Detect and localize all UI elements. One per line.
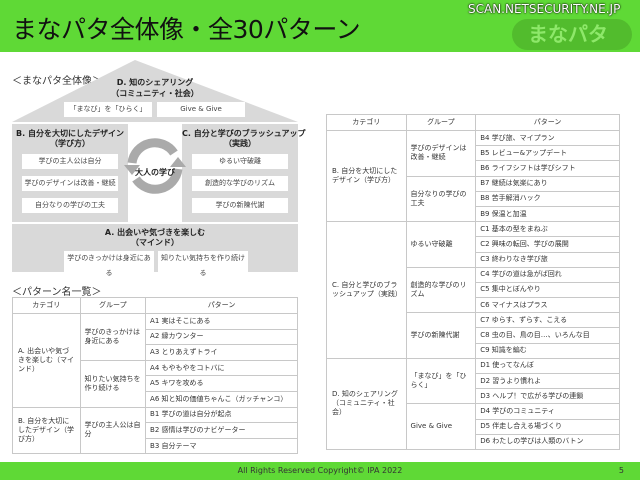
overview-section-title: ＜まなパタ全体像＞ — [12, 76, 102, 87]
pattern-cell: C2 興味の転回、学びの展開 — [475, 236, 620, 253]
group-cell: 学びの新陳代謝 — [405, 312, 477, 359]
d-item: Give & Give — [157, 102, 245, 117]
pattern-cell: B7 継続は気楽にあり — [475, 175, 620, 192]
pattern-cell: C9 知識を編む — [475, 342, 620, 359]
pattern-cell: A2 縁カウンター — [145, 328, 298, 346]
group-cell: 学びの主人公は自分 — [79, 406, 147, 455]
pattern-cell: A4 もやもやをコトバに — [145, 359, 298, 377]
page-title: まなパタ全体像・全30パターン — [12, 15, 361, 44]
pattern-cell: B4 学び旅、マイプラン — [475, 129, 620, 147]
pattern-cell: D2 習うより慣れよ — [475, 372, 620, 390]
d-item: 「まなび」を「ひらく」 — [64, 102, 152, 117]
d-title: D. 知のシェアリング — [116, 78, 194, 87]
a-item: 知りたい気持ちを作り続ける — [158, 251, 248, 281]
house-diagram: D. 知のシェアリング （コミュニティ・社会） 「まなび」を「ひらく」 Give… — [12, 60, 306, 281]
group-cell: 知りたい気持ちを作り続ける — [79, 359, 147, 408]
a-subtitle: （マインド） — [131, 238, 179, 247]
table-row: D6 わたしの学びは人類のバトン — [327, 433, 620, 450]
pattern-cell: B8 苦手解消ハック — [475, 190, 620, 207]
b-title: B. 自分を大切にしたデザイン — [16, 129, 124, 138]
pattern-cell: A1 実はそこにある — [145, 313, 298, 330]
list-section-title: ＜パターン名一覧＞ — [12, 287, 102, 298]
c-subtitle: （実践） — [224, 139, 256, 148]
category-cell: B. 自分を大切にしたデザイン（学び方） — [326, 129, 407, 223]
group-cell: 学びのデザインは改善・継続 — [405, 130, 477, 177]
pattern-cell: A3 とりあえずトライ — [145, 344, 298, 361]
header-row: カテゴリグループパターン — [12, 297, 298, 314]
group-cell: 学びのきっかけは身近にある — [79, 313, 147, 361]
a-title: A. 出会いや気づきを楽しむ — [104, 228, 206, 237]
c-item: 学びの新陳代謝 — [192, 198, 288, 213]
group-cell: 「まなび」を「ひらく」 — [405, 357, 477, 405]
logo-text: まなパタ — [528, 22, 608, 46]
pattern-cell: B2 感情は学びのナビゲーター — [145, 422, 298, 439]
column-header: カテゴリ — [326, 114, 407, 131]
page-number: 5 — [618, 466, 624, 475]
pattern-cell: A6 知と知の価値ちゃんこ（ガッチャンコ） — [145, 390, 298, 408]
category-cell: B. 自分を大切にしたデザイン（学び方） — [12, 406, 81, 455]
footer-bar: All Rights Reserved Copyright© IPA 2022 … — [0, 462, 640, 480]
pattern-cell: D4 学びのコミュニティ — [475, 403, 620, 420]
group-cell: 創造的な学びのリズム — [405, 266, 477, 314]
pattern-cell: D3 ヘルプ！で広がる学びの連鎖 — [475, 388, 620, 405]
cycle-arrows-icon — [124, 138, 186, 194]
panel-b: B. 自分を大切にしたデザイン （学び方） 学びの主人公は自分 学びのデザインは… — [12, 124, 128, 222]
pattern-cell: C3 終わりなき学び旅 — [475, 251, 620, 268]
pattern-cell: C5 集中とぼんやり — [475, 281, 620, 299]
c-title: C. 自分と学びのブラッシュアップ — [182, 129, 306, 138]
group-cell: 自分なりの学びの工夫 — [405, 175, 477, 223]
column-header: パターン — [475, 114, 620, 131]
watermark: SCAN.NETSECURITY.NE.JP — [468, 2, 621, 16]
a-item: 学びのきっかけは身近にある — [64, 251, 154, 281]
center-label: 大人の学び — [135, 168, 175, 177]
c-item: ゆるい守破離 — [192, 154, 288, 169]
panel-a: A. 出会いや気づきを楽しむ （マインド） 学びのきっかけは身近にある 知りたい… — [12, 224, 298, 281]
column-header: グループ — [79, 297, 147, 314]
group-cell: ゆるい守破離 — [405, 221, 477, 268]
table-row: D. 知のシェアリング（コミュニティ・社会）「まなび」を「ひらく」D1 使ってな… — [326, 357, 620, 450]
group-cell: Give & Give — [405, 403, 477, 450]
b-item: 学びの主人公は自分 — [22, 154, 118, 169]
category-cell: D. 知のシェアリング（コミュニティ・社会） — [326, 357, 407, 450]
pattern-cell: C4 学びの道は急がば回れ — [475, 266, 620, 283]
column-header: グループ — [405, 114, 477, 131]
header-row: カテゴリグループパターン — [326, 114, 620, 131]
b-item: 自分なりの学びの工夫 — [22, 198, 118, 213]
d-subtitle: （コミュニティ・社会） — [111, 89, 199, 98]
b-subtitle: （学び方） — [50, 139, 90, 148]
table-row: B3 自分テーマ — [13, 437, 298, 455]
pattern-cell: C8 虫の目、鳥の目…、いろんな目 — [475, 327, 620, 344]
category-cell: C. 自分と学びのブラッシュアップ（実践） — [326, 221, 407, 359]
pattern-cell: B5 レビュー&アップデート — [475, 145, 620, 162]
b-item: 学びのデザインは改善・継続 — [22, 176, 118, 191]
pattern-cell: B3 自分テーマ — [145, 437, 298, 455]
pattern-cell: C1 基本の型をまねぶ — [475, 221, 620, 238]
c-item: 創造的な学びのリズム — [192, 176, 288, 191]
pattern-cell: A5 キワを攻める — [145, 375, 298, 392]
column-header: カテゴリ — [12, 297, 81, 314]
category-cell: A. 出会いや気づきを楽しむ（マインド） — [12, 313, 81, 408]
pattern-cell: C6 マイナスはプラス — [475, 297, 620, 314]
manapata-logo — [512, 19, 632, 50]
pattern-cell: C7 ゆらす、ずらす、こえる — [475, 312, 620, 329]
pattern-cell: D6 わたしの学びは人類のバトン — [475, 433, 620, 450]
pattern-cell: D1 使ってなんぼ — [475, 357, 620, 375]
pattern-cell: B6 ライフシフトは学びシフト — [475, 160, 620, 177]
pattern-cell: D5 伴走し合える場づくり — [475, 418, 620, 435]
column-header: パターン — [145, 297, 298, 314]
pattern-cell: B9 保温と加温 — [475, 205, 620, 223]
copyright: All Rights Reserved Copyright© IPA 2022 — [237, 466, 403, 475]
header-bar: まなパタ全体像・全30パターン まなパタ SCAN.NETSECURITY.NE… — [0, 0, 640, 52]
panel-c: C. 自分と学びのブラッシュアップ （実践） ゆるい守破離 創造的な学びのリズム… — [182, 124, 306, 222]
pattern-cell: B1 学びの道は自分が起点 — [145, 406, 298, 424]
